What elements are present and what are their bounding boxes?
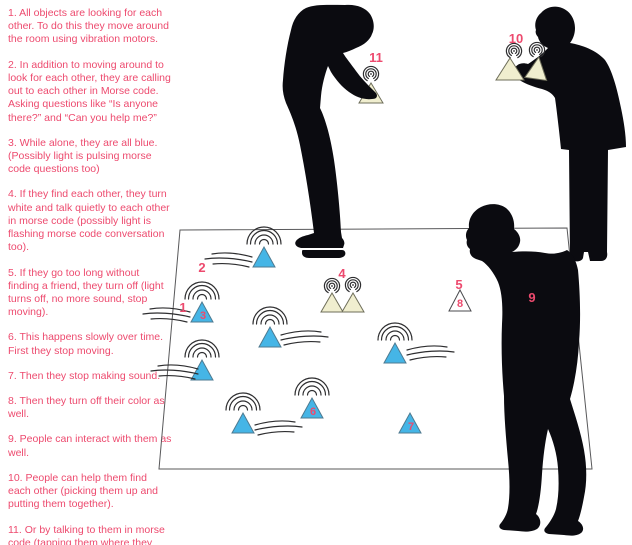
label-8: 8 [457,298,463,310]
note-11: 11. Or by talking to them in morse code … [8,523,165,545]
object-triangle-blue-top [252,245,276,268]
note-10: 10. People can help them find each other… [8,471,159,511]
sound-waves-icon [294,377,330,396]
note-8: 8. Then they turn off their color as wel… [8,395,165,421]
table-surface [158,227,593,470]
note-6: 6. This happens slowly over time. First … [8,331,164,357]
sound-waves-icon [184,281,220,300]
motion-lines-icon [406,345,455,361]
label-2: 2 [198,260,205,275]
note-3: 3. While alone, they are all blue. (Poss… [8,136,158,176]
object-triangle-paired-left [320,292,344,313]
sound-waves-icon [377,322,413,341]
sound-waves-icon [252,306,288,325]
motion-lines-icon [280,330,329,346]
sound-waves-icon [184,339,220,358]
motion-lines-icon [150,364,199,380]
label-5: 5 [455,277,462,292]
note-2: 2. In addition to moving around to look … [8,58,171,124]
note-4: 4. If they find each other, they turn wh… [8,188,170,254]
object-triangle-blue-middle [258,325,282,348]
note-1: 1. All objects are looking for each othe… [8,7,169,46]
object-triangle-blue-6 [300,396,324,419]
sound-waves-icon [225,392,261,411]
sound-waves-small-icon [344,276,362,293]
object-triangle-blue-right [383,341,407,364]
motion-lines-icon [204,252,253,268]
label-3: 3 [200,310,206,322]
object-triangle-blue-left [190,358,214,381]
object-triangle-blue-7 [398,411,422,434]
object-triangle-blue-3 [190,300,214,323]
sound-waves-small-icon [323,277,341,294]
note-5: 5. If they go too long without finding a… [8,266,164,319]
label-11: 11 [369,50,383,65]
sound-waves-small-icon [362,65,380,82]
label-4: 4 [338,266,346,281]
label-6: 6 [310,406,316,418]
label-1: 1 [179,300,186,315]
object-triangle-blue-lower [231,411,255,434]
motion-lines-icon [254,420,303,436]
object-triangle-off [448,288,472,312]
object-triangle-picked-left [495,57,525,81]
label-10: 10 [509,31,523,46]
person-standing-silhouette [465,204,587,536]
object-triangle-picked-right [523,56,548,82]
person-tapping-silhouette [282,4,377,258]
label-7: 7 [408,421,414,433]
note-7: 7. Then they stop making sound. [8,369,161,382]
object-triangle-paired-right [341,292,365,313]
label-9: 9 [528,290,535,305]
notes-column: 1. All objects are looking for each othe… [8,7,172,545]
note-9: 9. People can interact with them as well… [8,433,172,459]
